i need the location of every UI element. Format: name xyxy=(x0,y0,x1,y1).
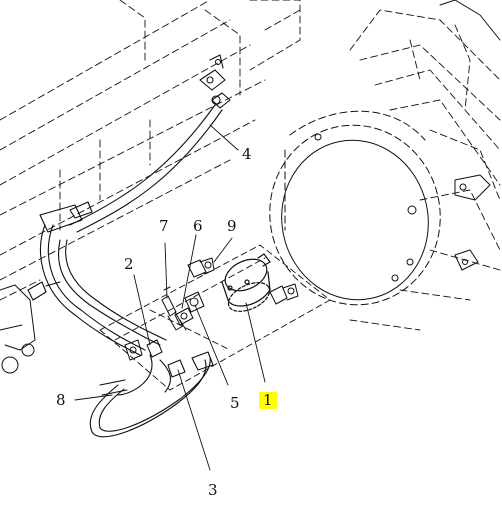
callout-9: 9 xyxy=(227,217,237,235)
leader-3 xyxy=(177,369,211,471)
leader-8 xyxy=(74,394,113,401)
fitting-5 xyxy=(184,291,205,313)
callout-3: 3 xyxy=(208,481,218,499)
callout-8: 8 xyxy=(56,391,66,409)
fitting-right-elbow xyxy=(269,283,299,305)
chassis-solid-edges xyxy=(0,284,36,374)
hose-loop-left xyxy=(27,201,167,356)
fitting-2 xyxy=(124,339,163,361)
flywheel-housing xyxy=(269,110,441,306)
callout-5: 5 xyxy=(230,394,240,412)
hose-4 xyxy=(69,54,231,233)
leader-7 xyxy=(164,242,168,299)
leader-2 xyxy=(133,274,151,346)
housing-solid-edges xyxy=(439,0,501,271)
leader-4 xyxy=(209,124,239,151)
chassis-frame xyxy=(0,0,301,301)
leader-1 xyxy=(245,302,266,383)
leader-9 xyxy=(213,237,233,263)
callout-4: 4 xyxy=(242,145,252,163)
fitting-6 xyxy=(174,307,194,331)
fitting-9 xyxy=(187,257,215,278)
callout-6: 6 xyxy=(193,217,203,235)
leader-lines xyxy=(74,124,266,471)
callout-1: 1 xyxy=(259,392,277,409)
mounting-plate xyxy=(99,244,331,391)
callout-2: 2 xyxy=(124,255,134,273)
valve-block-1 xyxy=(221,253,271,312)
leader-5 xyxy=(194,304,229,386)
leader-6 xyxy=(181,234,197,309)
rear-housing xyxy=(349,9,501,331)
callout-7: 7 xyxy=(159,217,169,235)
hose-loop-lower xyxy=(89,351,214,438)
